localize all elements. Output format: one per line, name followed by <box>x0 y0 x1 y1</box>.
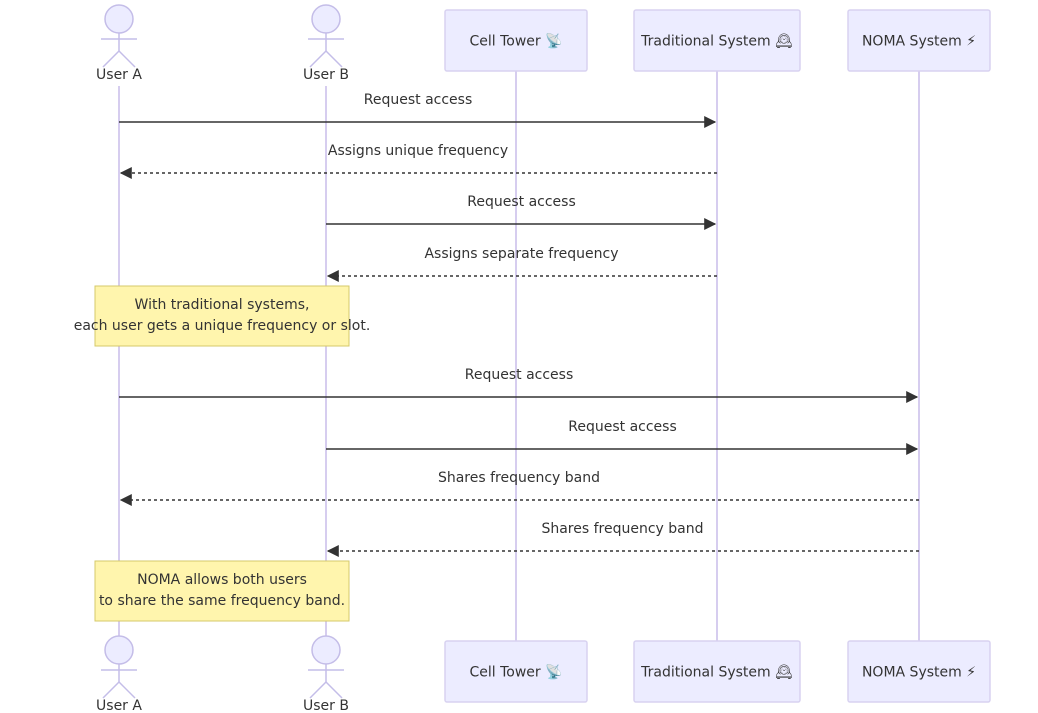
actor-leg-right-icon <box>325 50 343 68</box>
participant-ns-bottom: NOMA System ⚡ <box>847 640 991 703</box>
participant-ts-top: Traditional System 🕰 <box>633 9 801 72</box>
actor-head-icon <box>311 635 341 665</box>
actor-head-icon <box>311 4 341 34</box>
message-label: Request access <box>364 92 473 108</box>
message-3: Assigns separate frequency <box>326 246 717 282</box>
note-1: NOMA allows both users to share the same … <box>94 560 350 622</box>
actor-leg-left-icon <box>102 50 120 68</box>
participant-ct-bottom: Cell Tower 📡 <box>444 640 588 703</box>
participant-box <box>444 640 588 703</box>
message-label: Shares frequency band <box>541 521 703 537</box>
participant-label: Cell Tower 📡 <box>469 663 563 681</box>
actor-label: User A <box>96 698 142 713</box>
actor-ub-bottom: User B <box>303 635 349 713</box>
message-label: Shares frequency band <box>438 470 600 486</box>
participant-box <box>847 640 991 703</box>
actor-leg-right-icon <box>118 681 136 699</box>
actor-leg-left-icon <box>309 50 327 68</box>
actor-leg-right-icon <box>325 681 343 699</box>
actor-label: User B <box>303 698 349 713</box>
participant-label: Traditional System 🕰 <box>640 665 793 681</box>
participant-box <box>444 9 588 72</box>
actor-ua-top: User A <box>96 4 142 83</box>
lifelines <box>118 71 920 641</box>
participant-box <box>633 9 801 72</box>
message-label: Request access <box>465 367 574 383</box>
note-line: With traditional systems, <box>135 297 310 313</box>
participant-label: NOMA System ⚡ <box>862 665 976 681</box>
participants: User A User A User B User B Cell Tower 📡 Cell… <box>96 4 991 713</box>
note-line: each user gets a unique frequency or slo… <box>74 318 371 334</box>
message-2: Request access <box>326 194 717 230</box>
participant-label: Traditional System 🕰 <box>640 34 793 50</box>
participant-ts-bottom: Traditional System 🕰 <box>633 640 801 703</box>
note-line: to share the same frequency band. <box>99 593 345 609</box>
actor-head-icon <box>104 635 134 665</box>
message-label: Request access <box>568 419 677 435</box>
message-7: Shares frequency band <box>326 521 919 557</box>
note-box <box>94 560 350 622</box>
participant-box <box>633 640 801 703</box>
note-box <box>94 285 350 347</box>
participant-ns-top: NOMA System ⚡ <box>847 9 991 72</box>
message-label: Assigns separate frequency <box>424 246 618 262</box>
actor-ua-bottom: User A <box>96 635 142 713</box>
note-0: With traditional systems, each user gets … <box>74 285 371 347</box>
message-0: Request access <box>119 92 717 128</box>
participant-ct-top: Cell Tower 📡 <box>444 9 588 72</box>
actor-label: User B <box>303 67 349 83</box>
notes: With traditional systems, each user gets … <box>74 285 371 622</box>
participant-label: Cell Tower 📡 <box>469 32 563 50</box>
actor-label: User A <box>96 67 142 83</box>
actor-leg-left-icon <box>102 681 120 699</box>
actor-leg-left-icon <box>309 681 327 699</box>
actor-ub-top: User B <box>303 4 349 83</box>
message-5: Request access <box>326 419 919 455</box>
actor-leg-right-icon <box>118 50 136 68</box>
message-1: Assigns unique frequency <box>119 143 717 179</box>
actor-head-icon <box>104 4 134 34</box>
message-label: Request access <box>467 194 576 210</box>
participant-label: NOMA System ⚡ <box>862 34 976 50</box>
message-4: Request access <box>119 367 919 403</box>
note-line: NOMA allows both users <box>137 572 307 588</box>
message-label: Assigns unique frequency <box>328 143 508 159</box>
message-6: Shares frequency band <box>119 470 919 506</box>
participant-box <box>847 9 991 72</box>
